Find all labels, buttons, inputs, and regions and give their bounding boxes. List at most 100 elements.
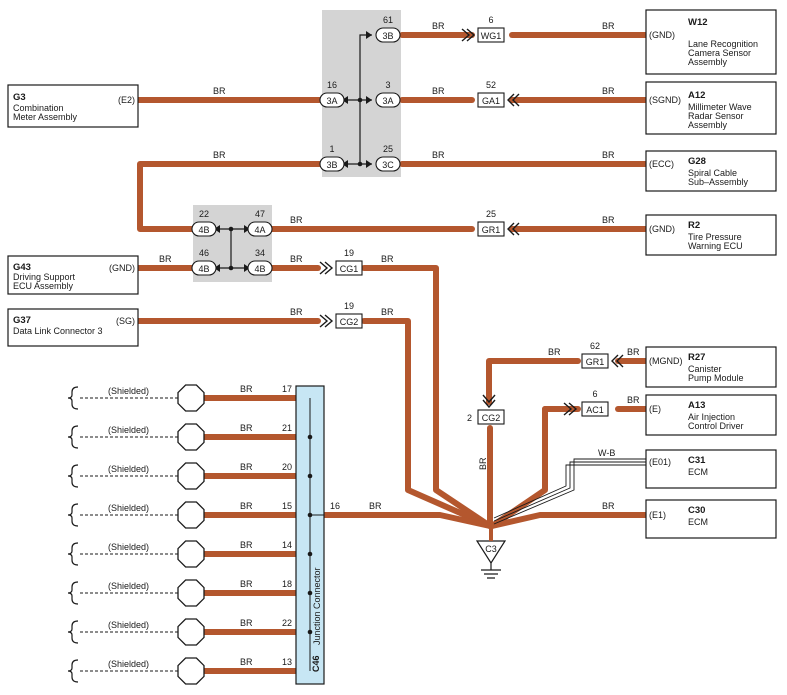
shield-row: (Shielded) — [67, 540, 205, 568]
svg-text:47: 47 — [255, 209, 265, 219]
wire-label: BR — [432, 21, 445, 31]
connector-cg2-vertical: CG2 2 — [467, 394, 505, 425]
shield-terminal — [177, 579, 205, 607]
svg-text:(GND): (GND) — [109, 263, 135, 273]
svg-text:1: 1 — [329, 144, 334, 154]
wire-label: BR — [602, 86, 615, 96]
shield-terminal — [177, 657, 205, 685]
wire-label: BR — [381, 254, 394, 264]
svg-text:(ECC): (ECC) — [649, 159, 674, 169]
wire-label: BR — [602, 501, 615, 511]
component-r27: (MGND) R27 Canister Pump Module — [645, 346, 777, 388]
component-w12: (GND) W12 Lane Recognition Camera Sensor… — [645, 9, 777, 75]
brace-mark — [67, 425, 79, 449]
shield-label: (Shielded) — [108, 425, 149, 435]
svg-text:14: 14 — [282, 540, 292, 550]
svg-text:W12: W12 — [688, 17, 708, 28]
svg-text:AC1: AC1 — [586, 405, 604, 415]
svg-text:Pump Module: Pump Module — [688, 373, 744, 383]
svg-text:Assembly: Assembly — [688, 57, 728, 67]
wire-label: BR — [240, 462, 253, 472]
svg-text:G28: G28 — [688, 156, 706, 167]
shield-label: (Shielded) — [108, 620, 149, 630]
svg-text:3: 3 — [385, 80, 390, 90]
pill-4b-46: 4B 46 — [191, 248, 217, 276]
component-r2: (GND) R2 Tire Pressure Warning ECU — [645, 214, 777, 256]
svg-text:34: 34 — [255, 248, 265, 258]
shield-label: (Shielded) — [108, 581, 149, 591]
shield-row: (Shielded) — [67, 657, 205, 685]
pill-3b-1: 3B 1 — [319, 144, 345, 172]
wire-label: BR — [627, 347, 640, 357]
shield-label: (Shielded) — [108, 503, 149, 513]
brace-mark — [67, 620, 79, 644]
pill-3c-25: 3C 25 — [375, 144, 401, 172]
pill-4a-47: 4A 47 — [247, 209, 273, 237]
junction-dots — [228, 97, 363, 271]
wire-label: BR — [240, 540, 253, 550]
shield-rows: (Shielded) (Shielded) (Shielded) (Shielded)… — [67, 384, 205, 685]
svg-text:Air Injection: Air Injection — [688, 412, 735, 422]
wire-label: BR — [627, 395, 640, 405]
svg-text:52: 52 — [486, 80, 496, 90]
svg-text:(E2): (E2) — [118, 95, 135, 105]
ground-c3: C3 — [475, 540, 507, 579]
wire-labels: BR BR BR BR BR BR BR BR BR BR BR BR BR B… — [159, 21, 640, 667]
wire-label: BR — [240, 657, 253, 667]
svg-text:Millimeter Wave: Millimeter Wave — [688, 102, 752, 112]
svg-text:Camera Sensor: Camera Sensor — [688, 48, 751, 58]
svg-text:19: 19 — [344, 301, 354, 311]
pill-3a-16: 3A 16 — [319, 80, 345, 108]
shield-row: (Shielded) — [67, 618, 205, 646]
pill-3b-61: 3B 61 — [375, 15, 401, 43]
svg-text:(SGND): (SGND) — [649, 95, 681, 105]
brace-mark — [67, 581, 79, 605]
brace-mark — [67, 503, 79, 527]
svg-text:Control Driver: Control Driver — [688, 421, 744, 431]
pill-4b-22: 4B 22 — [191, 209, 217, 237]
svg-text:GR1: GR1 — [482, 225, 501, 235]
svg-text:2: 2 — [467, 413, 472, 423]
svg-text:C31: C31 — [688, 455, 706, 466]
wire-label: BR — [548, 347, 561, 357]
svg-text:C3: C3 — [485, 544, 497, 554]
svg-text:A12: A12 — [688, 90, 705, 101]
svg-text:Warning ECU: Warning ECU — [688, 241, 743, 251]
svg-text:4B: 4B — [198, 225, 209, 235]
svg-text:4B: 4B — [254, 264, 265, 274]
wire-label: BR — [290, 307, 303, 317]
shield-terminal — [177, 462, 205, 490]
shield-row: (Shielded) — [67, 462, 205, 490]
svg-text:Data Link Connector 3: Data Link Connector 3 — [13, 326, 103, 336]
brace-mark — [67, 659, 79, 683]
component-g3: G3 Combination Meter Assembly (E2) — [7, 84, 139, 128]
connector-gr1-r2: GR1 25 — [477, 209, 520, 237]
connector-cg1: CG1 19 — [319, 248, 363, 276]
svg-text:(E1): (E1) — [649, 510, 666, 520]
component-c31: (E01) C31 ECM — [645, 449, 777, 489]
wire-label: BR — [290, 215, 303, 225]
pill-4b-34: 4B 34 — [247, 248, 273, 276]
junction-arrows — [214, 31, 372, 272]
wire-label: BR — [381, 307, 394, 317]
svg-text:R2: R2 — [688, 220, 700, 231]
shield-terminal — [177, 540, 205, 568]
svg-text:(GND): (GND) — [649, 30, 675, 40]
svg-text:25: 25 — [486, 209, 496, 219]
shield-label: (Shielded) — [108, 386, 149, 396]
wire-label: BR — [213, 150, 226, 160]
svg-text:CG2: CG2 — [482, 413, 501, 423]
svg-text:R27: R27 — [688, 352, 705, 363]
svg-text:Radar Sensor: Radar Sensor — [688, 111, 744, 121]
svg-text:A13: A13 — [688, 400, 705, 411]
svg-text:Canister: Canister — [688, 364, 722, 374]
component-g43: G43 Driving Support ECU Assembly (GND) — [7, 255, 139, 295]
svg-text:Driving Support: Driving Support — [13, 272, 76, 282]
shield-row: (Shielded) — [67, 423, 205, 451]
shield-terminal — [177, 618, 205, 646]
svg-text:GA1: GA1 — [482, 96, 500, 106]
svg-text:6: 6 — [488, 15, 493, 25]
shield-terminal — [177, 384, 205, 412]
connector-wg1: WG1 6 — [461, 15, 505, 43]
